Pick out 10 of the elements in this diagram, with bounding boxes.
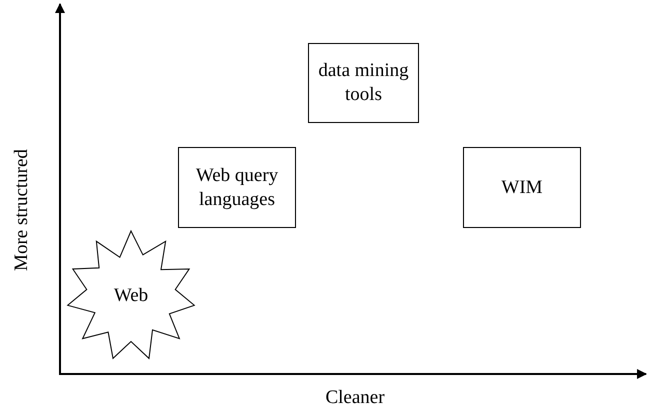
node-label: Web query languages [194, 164, 280, 212]
node-label: Web [114, 284, 148, 308]
node-label: data mining tools [317, 59, 410, 107]
process-box [463, 147, 581, 228]
axis-label: Cleaner [325, 387, 385, 409]
starburst-shape [66, 230, 196, 362]
process-box [308, 43, 419, 123]
axis-label: More structured [11, 149, 33, 271]
node-label: WIM [501, 176, 543, 200]
process-box [178, 147, 296, 228]
